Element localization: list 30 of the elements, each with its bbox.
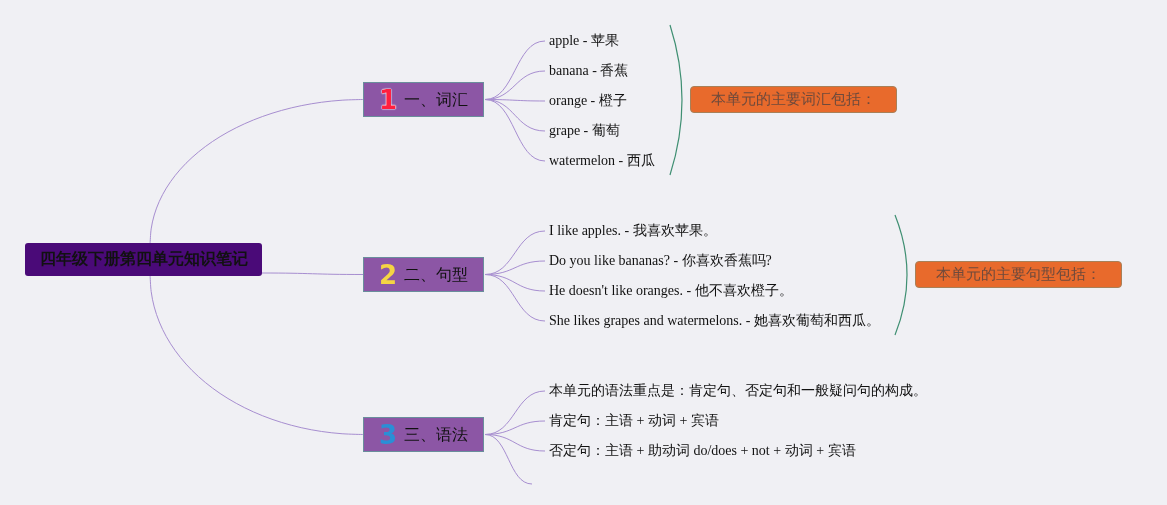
subtopic-text: apple - 苹果: [549, 32, 619, 50]
priority-number: 2: [378, 261, 398, 288]
subtopic-text: I like apples. - 我喜欢苹果。: [549, 222, 717, 240]
connector-line: [484, 434, 533, 485]
topic-label: 三、语法: [404, 424, 469, 445]
connector-line: [261, 272, 364, 275]
topic-box: [363, 82, 484, 117]
priority-number: 1: [378, 86, 398, 113]
root-topic: 四年级下册第四单元知识笔记: [25, 243, 262, 276]
summary-box: 本单元的主要句型包括：: [915, 261, 1122, 288]
subtopic-text: 否定句：主语 + 助动词 do/does + not + 动词 + 宾语: [549, 442, 856, 460]
summary-box: 本单元的主要词汇包括：: [690, 86, 897, 113]
topic-label: 二、句型: [404, 264, 469, 285]
subtopic-text: banana - 香蕉: [549, 62, 629, 80]
subtopic-text: He doesn't like oranges. - 他不喜欢橙子。: [549, 282, 793, 300]
connector-line: [484, 99, 546, 162]
connector-line: [484, 274, 546, 322]
subtopic-text: Do you like bananas? - 你喜欢香蕉吗?: [549, 252, 772, 270]
subtopic-text: 肯定句：主语 + 动词 + 宾语: [549, 412, 719, 430]
subtopic-text: She likes grapes and watermelons. - 她喜欢葡萄和西瓜。: [549, 312, 880, 330]
priority-number: 3: [378, 421, 398, 448]
subtopic-text: watermelon - 西瓜: [549, 152, 655, 170]
subtopic-text: orange - 橙子: [549, 92, 627, 110]
subtopic-text: 本单元的语法重点是：肯定句、否定句和一般疑问句的构成。: [549, 382, 927, 400]
connector-line: [149, 99, 364, 244]
topic-label: 一、词汇: [404, 89, 469, 110]
connector-line: [149, 275, 364, 435]
topic-box: [363, 257, 484, 292]
subtopic-text: grape - 葡萄: [549, 122, 620, 140]
topic-box: [363, 417, 484, 452]
